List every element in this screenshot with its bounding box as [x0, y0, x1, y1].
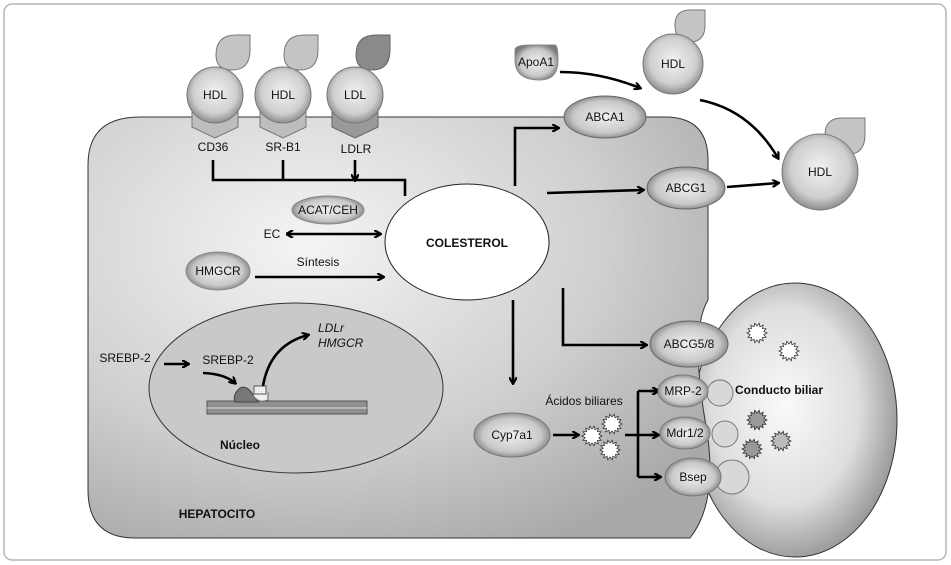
bile-acid-molecule-icon [741, 438, 763, 460]
apoa1-protein [514, 44, 559, 81]
srebp2-binding-arrow [202, 371, 235, 383]
hdl-top-label: HDL [661, 57, 685, 71]
hdl-label: HDL [203, 88, 227, 102]
hdl-right-label: HDL [808, 165, 832, 179]
apolipoprotein-cap [355, 34, 391, 71]
srebp2-nucleus-label: SREBP-2 [202, 353, 254, 367]
nucleus [148, 302, 444, 474]
abca1-label: ABCA1 [585, 110, 625, 124]
apoa1-label: ApoA1 [518, 55, 554, 69]
abcg1-to-hdl-arrow [726, 183, 778, 189]
receptor-cd36: HDL CD36 [186, 34, 251, 154]
hepatocyte-label: HEPATOCITO [179, 507, 255, 521]
srb1-label: SR-B1 [265, 140, 301, 154]
bile-acid-molecule-icon [770, 430, 792, 452]
cd36-label: CD36 [198, 140, 229, 154]
cholesterol-label: COLESTEROL [426, 236, 508, 250]
abcg58-transporter [649, 320, 729, 368]
apolipoprotein-cap [283, 34, 319, 71]
mdr12-transporter [659, 416, 711, 450]
cholesterol-to-abca1-arrow [513, 128, 558, 186]
hmgcr-label: HMGCR [195, 264, 241, 278]
hdl-maturation-arrow [699, 98, 778, 158]
mature-hdl [781, 133, 859, 211]
abca1-transporter [563, 95, 647, 139]
bile-acid-export-arrows [625, 389, 660, 479]
apolipoprotein-cap [215, 34, 251, 71]
mrp2-label: MRP-2 [664, 384, 702, 398]
hdl-particle-1 [186, 66, 244, 124]
acat-ceh-enzyme [291, 195, 365, 225]
cholesterol-to-abcg58-arrow [561, 288, 646, 345]
hdl-particle-2 [254, 66, 312, 124]
bile-acid-molecule-icon [778, 340, 800, 362]
mrp2-transporter [657, 374, 709, 408]
hmgcr-enzyme [185, 251, 251, 291]
promoter-element [253, 385, 267, 395]
bile-acid-molecule-icon [746, 322, 768, 344]
ec-label: EC [264, 227, 281, 241]
bile-acid-molecule-icon [601, 413, 623, 435]
nucleus-label: Núcleo [220, 438, 260, 452]
nascent-hdl [642, 33, 704, 95]
ldlr-label: LDLR [341, 142, 372, 156]
uptake-arrow [211, 160, 407, 196]
cyp7a1-label: Cyp7a1 [491, 428, 533, 442]
ldl-particle [326, 66, 384, 124]
receptor-srb1: HDL SR-B1 [254, 34, 319, 154]
bile-duct [692, 282, 898, 558]
abcg1-transporter [646, 166, 726, 210]
synthesis-label: Síntesis [297, 255, 340, 269]
bile-acid-molecule-icon [581, 425, 603, 447]
abcg1-label: ABCG1 [666, 181, 707, 195]
target-gene-ldlr: LDLr [318, 321, 345, 335]
bile-acids-label: Ácidos biliares [545, 393, 622, 408]
bile-acid-molecule-icon [746, 409, 768, 431]
cyp7a1-enzyme [473, 412, 551, 458]
bsep-transporter [664, 457, 722, 497]
cholesterol-to-abcg1-arrow [546, 190, 643, 195]
mdr12-label: Mdr1/2 [666, 426, 704, 440]
srebp2-cytoplasm-label: SREBP-2 [99, 351, 151, 365]
target-gene-hmgcr: HMGCR [318, 336, 364, 350]
apoa1-to-hdl-arrow [559, 70, 640, 88]
bsep-label: Bsep [679, 470, 707, 484]
acat-label: ACAT/CEH [298, 203, 358, 217]
srebp2-protein [233, 386, 259, 403]
transcription-arrow [261, 335, 308, 387]
receptor-ldlr: LDL LDLR [326, 34, 391, 156]
hdl-label: HDL [271, 88, 295, 102]
bile-duct-label: Conducto biliar [735, 383, 823, 397]
ldl-label: LDL [344, 88, 366, 102]
abcg58-label: ABCG5/8 [664, 337, 715, 351]
bile-acid-molecule-icon [599, 439, 621, 461]
cholesterol-node [384, 183, 550, 301]
